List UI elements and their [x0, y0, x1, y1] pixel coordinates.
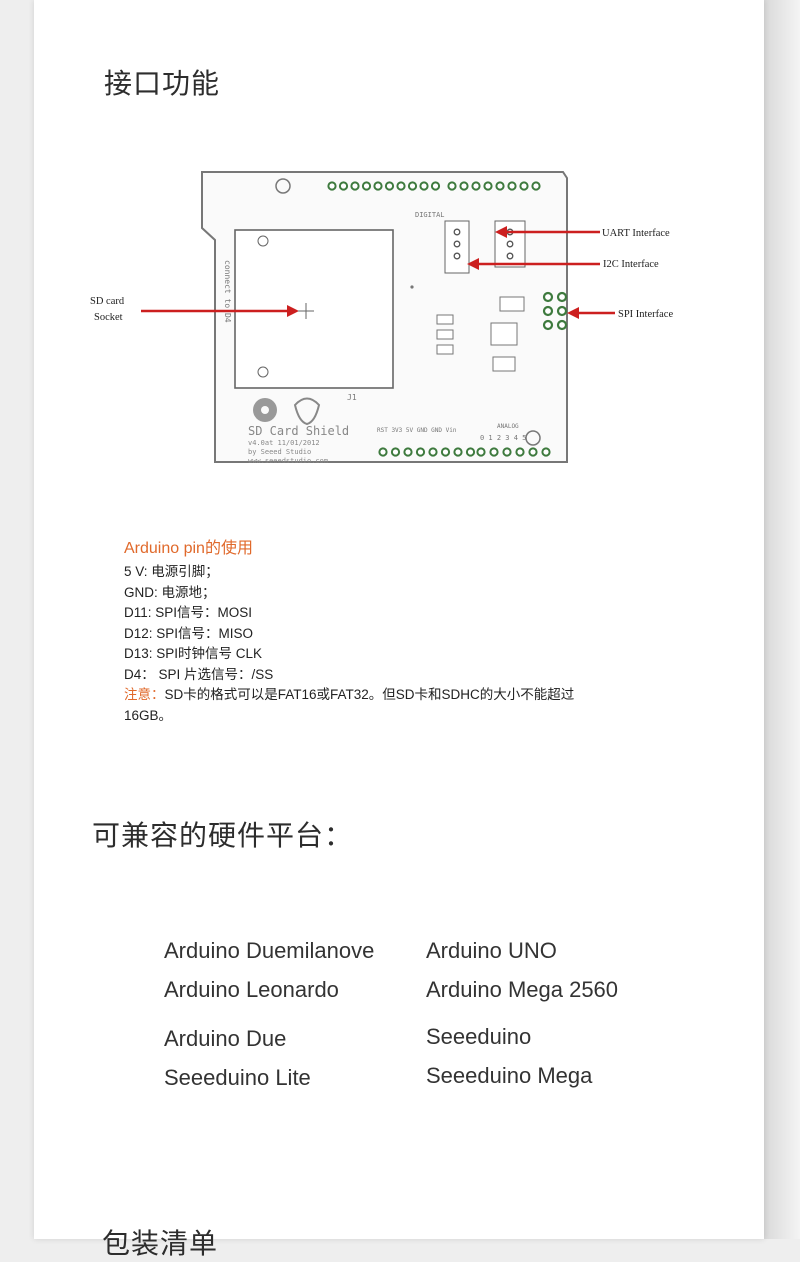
header-pin — [471, 181, 481, 191]
header-pin — [528, 447, 538, 457]
i2c-label: I2C Interface — [603, 259, 659, 270]
platform-item: Arduino Mega 2560 — [426, 977, 619, 1002]
header-pin — [384, 181, 395, 191]
header-pin — [453, 447, 463, 457]
grove-pin — [506, 252, 514, 260]
header-pin — [338, 181, 349, 191]
header-pin — [495, 181, 505, 191]
platform-item: Seeeduino Lite — [164, 1065, 311, 1090]
header-pin — [483, 181, 493, 191]
header-pin — [396, 181, 406, 191]
header-pin — [361, 181, 372, 191]
header-pin — [489, 447, 499, 457]
platform-item: Seeeduino — [426, 1024, 532, 1049]
analog-pins-label: 0 1 2 3 4 5 — [480, 434, 526, 442]
header-pin — [419, 181, 429, 191]
pin-line: D11: SPI信号：MOSI — [124, 605, 253, 620]
sd-card-label: SD card — [90, 296, 125, 307]
header-pin — [440, 447, 451, 457]
note-line: 注意：SD卡的格式可以是FAT16或FAT32。但SD卡和SDHC的大小不能超过 — [124, 685, 684, 706]
header-pin — [373, 181, 383, 191]
header-pin — [541, 447, 551, 457]
spi-pin — [542, 319, 554, 331]
header-pin — [459, 181, 469, 191]
header-pin — [507, 181, 517, 191]
spi-pin — [542, 291, 554, 303]
shield-name: SD Card Shield — [248, 424, 349, 438]
compatible-heading: 可兼容的硬件平台： — [92, 819, 354, 852]
package-heading: 包装清单 — [102, 1227, 219, 1260]
interface-heading: 接口功能 — [104, 67, 221, 100]
mount-hole — [525, 430, 541, 446]
spi-label: SPI Interface — [618, 309, 673, 320]
header-pin — [415, 447, 426, 457]
header-pin — [502, 447, 512, 457]
note-line-2: 16GB。 — [124, 707, 173, 723]
platform-item: Arduino Duemilanove — [164, 938, 375, 963]
digital-header — [327, 181, 541, 191]
url-text: www.seeedstudio.com — [248, 457, 328, 465]
pin-usage-title: Arduino pin的使用 — [124, 540, 253, 557]
by-text: by Seeed Studio — [248, 448, 311, 456]
header-pin — [531, 181, 541, 191]
note-text: SD卡的格式可以是FAT16或FAT32。但SD卡和SDHC的大小不能超过 — [164, 687, 575, 702]
power-analog-headers — [378, 447, 551, 457]
sd-socket — [234, 229, 394, 389]
digital-label: DIGITAL — [415, 211, 445, 219]
header-pin — [378, 447, 388, 457]
spi-pin — [556, 305, 568, 317]
pin-usage-section: Arduino pin的使用 5 V: 电源引脚； GND: 电源地； D11:… — [124, 534, 684, 726]
grove-pin — [506, 240, 514, 248]
grove-pin — [453, 240, 461, 248]
pin-line: 5 V: 电源引脚； — [124, 564, 219, 579]
version-text: v4.0at 11/01/2012 — [248, 439, 320, 447]
header-pin — [428, 447, 438, 457]
spi-header — [542, 291, 568, 331]
uart-label: UART Interface — [602, 228, 670, 239]
platform-item: Arduino Leonardo — [164, 977, 339, 1002]
pin-line: D12: SPI信号：MISO — [124, 625, 254, 641]
connect-label: connect to D4 — [223, 260, 232, 323]
grove-pin — [453, 252, 461, 260]
analog-label: ANALOG — [497, 423, 519, 430]
j1-label: J1 — [347, 393, 357, 402]
header-pin — [447, 181, 457, 191]
socket-label: Socket — [94, 312, 123, 323]
board-diagram: connect to D4 J1 DIGITAL SD Card Shield … — [85, 160, 705, 485]
spi-pin — [556, 291, 568, 303]
header-pin — [390, 447, 401, 457]
pin-line: D13: SPI时钟信号 CLK — [124, 646, 263, 661]
header-pin — [476, 447, 486, 457]
power-label: RST 3V3 5V GND GND Vin — [377, 427, 457, 434]
spi-pin — [542, 305, 554, 317]
platform-item: Seeeduino Mega — [426, 1063, 593, 1088]
header-pin — [430, 181, 441, 191]
pin-line: D4： SPI 片选信号：/SS — [124, 666, 274, 682]
platform-item: Arduino Due — [164, 1026, 287, 1051]
seeed-logo-icon — [293, 397, 321, 426]
header-pin — [407, 181, 418, 191]
platform-item: Arduino UNO — [426, 938, 557, 963]
header-pin — [350, 181, 360, 191]
grove-pin — [453, 228, 461, 236]
header-pin — [515, 447, 525, 457]
header-pin — [465, 447, 476, 457]
note-label: 注意： — [124, 687, 165, 702]
header-pin — [403, 447, 413, 457]
page-shadow — [764, 0, 800, 1239]
header-pin — [519, 181, 529, 191]
mount-hole — [275, 178, 291, 194]
spi-pin — [556, 319, 568, 331]
header-pin — [327, 181, 337, 191]
pin-line: GND: 电源地； — [124, 584, 216, 600]
